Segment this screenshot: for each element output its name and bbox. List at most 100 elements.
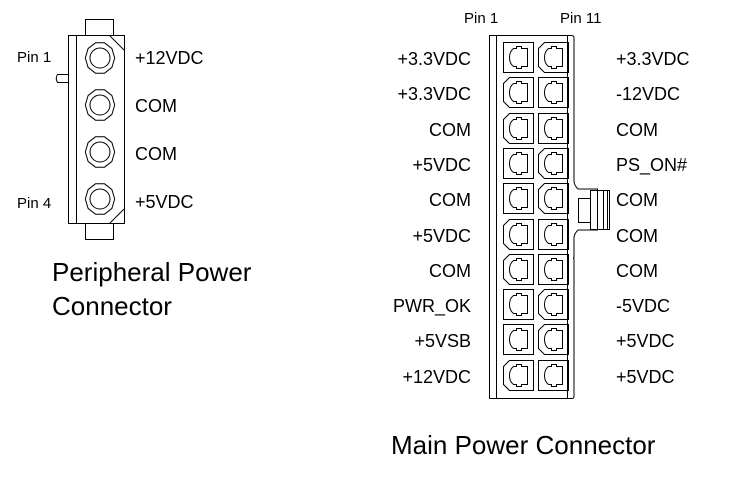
main-pin-right [538, 148, 569, 179]
main-right-signal: +5VDC [616, 366, 675, 387]
pin-socket [508, 46, 528, 69]
main-left-signal: +3.3VDC [397, 49, 471, 69]
main-right-signal: -5VDC [616, 296, 671, 317]
pin-socket [508, 328, 528, 351]
peripheral-pin-outer [84, 89, 116, 121]
pin-socket [508, 258, 528, 281]
pin-socket [543, 46, 563, 69]
pin-socket [543, 81, 563, 104]
main-col2-header: Pin 11 [560, 10, 602, 27]
pin-cell-outline [538, 219, 569, 250]
peripheral-chamfer-bottom [109, 208, 125, 224]
main-latch-core [578, 198, 591, 223]
main-housing-lower-right [489, 257, 575, 399]
pin-cell-outline [538, 289, 569, 320]
peripheral-pin [84, 136, 116, 168]
main-left-signal: PWR_OK [392, 296, 471, 317]
peripheral-signal-3: COM [135, 144, 177, 164]
pin-cell-outline [503, 219, 534, 250]
pin-cell-outline [503, 324, 534, 355]
main-left-signal: +12VDC [402, 366, 471, 387]
peripheral-pin1-label: Pin 1 [17, 49, 52, 66]
pin-cell-outline [538, 360, 569, 391]
main-housing [489, 35, 598, 399]
main-left-signal: +5VDC [412, 154, 471, 175]
main-pin-right [538, 77, 569, 108]
main-pin-right [538, 183, 569, 214]
main-left-signal: +5VDC [412, 225, 471, 246]
pin-socket [508, 187, 528, 210]
pin-socket [543, 293, 563, 316]
main-pin-right [538, 289, 569, 320]
pin-cell-outline [503, 113, 534, 144]
main-left-signal: COM [429, 260, 471, 281]
main-right-signal: COM [616, 225, 658, 246]
main-pin-left [503, 219, 534, 250]
peripheral-pin [84, 42, 116, 74]
main-pin-right [538, 360, 569, 391]
pin-socket [543, 117, 563, 140]
peripheral-housing [68, 35, 125, 224]
main-left-signal: COM [429, 119, 471, 140]
peripheral-top-tab [85, 19, 114, 36]
peripheral-chamfer-top [109, 35, 125, 51]
main-connector [489, 35, 610, 399]
main-right-signal: +5VDC [616, 331, 675, 352]
main-pin-left [503, 183, 534, 214]
peripheral-signal-4: +5VDC [135, 192, 194, 212]
pin-cell-outline [538, 254, 569, 285]
pin-socket [508, 117, 528, 140]
pin-cell-outline [503, 183, 534, 214]
main-pin-right [538, 219, 569, 250]
main-pin-left [503, 360, 534, 391]
pin-cell-outline [503, 148, 534, 179]
pin-cell-outline [503, 254, 534, 285]
main-pin-left [503, 77, 534, 108]
pin-socket [543, 328, 563, 351]
main-right-signal: PS_ON# [616, 154, 688, 175]
pin-cell-outline [538, 324, 569, 355]
pin-socket [543, 187, 563, 210]
pin-cell-outline [503, 77, 534, 108]
peripheral-pin [84, 89, 116, 121]
main-pin-left [503, 148, 534, 179]
main-col1-header: Pin 1 [464, 10, 499, 27]
main-pin-right [538, 254, 569, 285]
peripheral-bottom-tab [85, 223, 114, 240]
main-pin-left [503, 113, 534, 144]
peripheral-title-line2: Connector [52, 291, 172, 321]
main-right-signal: COM [616, 119, 658, 140]
peripheral-pin-inner [89, 94, 111, 116]
pin-cell-outline [503, 42, 534, 73]
main-pin-left [503, 324, 534, 355]
pin-cell-outline [538, 148, 569, 179]
peripheral-title-line1: Peripheral Power [52, 257, 252, 287]
peripheral-connector [55, 19, 125, 240]
pin-socket [543, 258, 563, 281]
pin-socket [508, 81, 528, 104]
peripheral-pin-outer [84, 183, 116, 215]
pin-cell-outline [503, 289, 534, 320]
main-pin-right [538, 324, 569, 355]
pin-socket [508, 223, 528, 246]
main-left-signal: +3.3VDC [397, 84, 471, 105]
main-pin-right [538, 42, 569, 73]
peripheral-pin-inner [89, 141, 111, 163]
pin-cell-outline [503, 360, 534, 391]
peripheral-signal-1: +12VDC [135, 48, 204, 68]
main-pin-left [503, 42, 534, 73]
pin-cell-outline [538, 77, 569, 108]
main-pin-left [503, 254, 534, 285]
main-latch [578, 190, 610, 230]
pin-socket [508, 364, 528, 387]
main-left-signal: COM [429, 190, 471, 211]
pin-socket [543, 152, 563, 175]
peripheral-pin-inner [89, 47, 111, 69]
main-right-signal: COM [616, 190, 658, 211]
peripheral-pin-inner [89, 188, 111, 210]
main-pin-right [538, 113, 569, 144]
main-right-signal: COM [616, 260, 658, 281]
peripheral-latch [55, 74, 69, 83]
main-right-signal: -12VDC [616, 84, 681, 105]
